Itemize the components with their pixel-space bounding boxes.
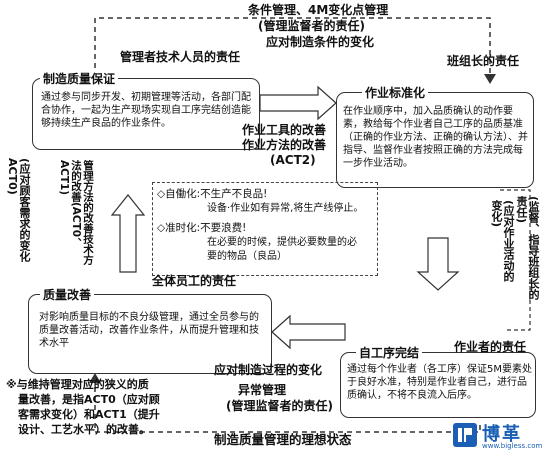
footnote-line3: 客需求变化）和ACT1（提升: [18, 408, 160, 421]
quality-assurance-box: 通过参与同步开发、初期管理等活动，各部门配合协作，一起为生产现场实现自工序完结创…: [32, 78, 260, 150]
right-vertical-label: (应对作业活动的变化): [490, 200, 515, 283]
bottom-loop-arrowhead: [89, 373, 101, 383]
top-loop-arrowhead: [484, 74, 496, 84]
self-process-text: 通过每个作业者（各工序）保证5M要素处于良好水准，特别是作业者自己，进行品质确认…: [347, 364, 532, 401]
right-vertical-label-2: (监督、指导班组长的责任): [515, 196, 540, 301]
right-dashed-bracket: [500, 189, 531, 331]
bottom-label-line1: 应对制造过程的变化: [214, 363, 323, 377]
principles-box: ◇自働化:不生产不良品! 设备·作业如有异常,将生产线停止。 ◇准时化:不要浪费…: [152, 182, 378, 276]
standardization-text: 在作业顺序中，加入品质确认的动作要素，教给每个作业者自己工序的品质基准（正确的作…: [343, 106, 528, 169]
bottom-label-line2: 异常管理: [238, 383, 287, 397]
standardization-title: 作业标准化: [362, 84, 429, 101]
bottom-dashed-loop: [94, 382, 481, 433]
jit-line3: 要的物品（良品）: [207, 251, 287, 262]
top-label-line2: (管理监督者的责任): [258, 19, 365, 33]
footnote-line4: 设计、工艺水平）的改善。: [18, 423, 150, 436]
logo-name: 博革: [482, 424, 522, 445]
arrow-left: [271, 314, 346, 350]
operator-label: 作业者的责任: [454, 340, 527, 354]
diagram-caption: 制造质量管理的理想状态: [214, 432, 352, 447]
top-label-line1: 条件管理、4M变化点管理: [248, 3, 389, 17]
jidoka-label: ◇自働化:: [157, 188, 201, 200]
quality-assurance-text: 通过参与同步开发、初期管理等活动，各部门配合协作，一起为生产现场实现自工序完结创…: [41, 92, 251, 129]
technical-staff-label: 管理者技术人员的责任: [120, 50, 241, 64]
jidoka-line1: 不生产不良品!: [200, 188, 268, 200]
bottom-label-line3: (管理监督者的责任): [226, 399, 333, 413]
logo-url: www.bigless.com: [482, 442, 543, 450]
footnote-line1: ※与维持管理对应的狭义的质: [6, 378, 149, 391]
standardization-box: 在作业顺序中，加入品质确认的动作要素，教给每个作业者自己工序的品质基准（正确的作…: [336, 92, 534, 188]
arrow-right: [259, 85, 337, 121]
act2-line3: (ACT2): [270, 153, 316, 167]
logo-mark-icon: [453, 423, 477, 447]
footnote-line2: 量改善，是指ACT0（应对顾: [18, 393, 160, 406]
top-dashed-loop: [94, 17, 491, 75]
arrow-up: [110, 194, 146, 273]
jit-label: ◇准时化:: [157, 222, 201, 234]
self-process-title: 自工序完结: [356, 344, 423, 361]
bigless-logo: 博革 www.bigless.com: [452, 418, 556, 454]
team-leader-label: 班组长的责任: [447, 54, 520, 68]
quality-assurance-title: 制造质量保证: [40, 70, 119, 87]
mid-vertical-label: 管理方法的改善技术方法的改善(ACT0、ACT1): [58, 160, 94, 265]
all-staff-label: 全体员工的责任: [152, 274, 237, 288]
quality-improvement-box: 对影响质量目标的不良分级管理，通过全员参与的质量改善活动，改善作业条件，从而提升…: [28, 294, 272, 374]
left-vertical-label: (应对顾客需求的变化ACT0): [6, 158, 31, 263]
act2-line2: 作业方法的改善: [242, 138, 327, 152]
top-label-line3: 应对制造条件的变化: [266, 35, 375, 49]
jit-line1: 不要浪费!: [200, 222, 247, 234]
act2-line1: 作业工具的改善: [242, 123, 327, 137]
arrow-down: [416, 237, 460, 291]
jidoka-line2: 设备·作业如有异常,将生产线停止。: [207, 203, 364, 214]
self-process-box: 通过每个作业者（各工序）保证5M要素处于良好水准，特别是作业者自己，进行品质确认…: [340, 352, 536, 418]
quality-improvement-text: 对影响质量目标的不良分级管理，通过全员参与的质量改善活动，改善作业条件，从而提升…: [39, 312, 259, 349]
jit-line2: 在必要的时候，提供必要数量的必: [207, 237, 357, 248]
quality-improvement-title: 质量改善: [40, 286, 95, 303]
